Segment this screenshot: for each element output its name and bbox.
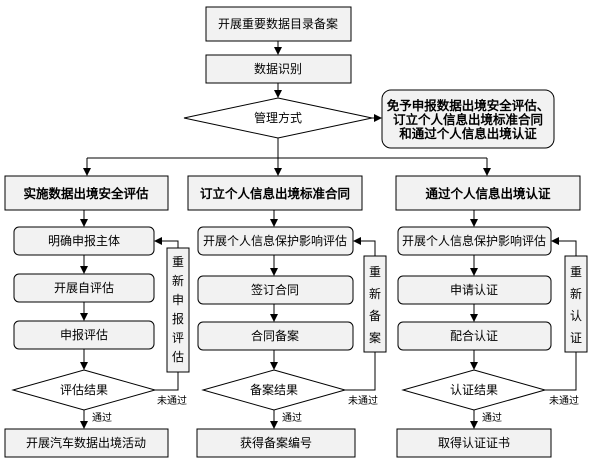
contract-step-3	[197, 321, 354, 351]
certification-decision-label: 认证结果	[450, 383, 498, 397]
contract-step-2	[197, 275, 354, 305]
contract-step-3-label: 合同备案	[251, 328, 299, 343]
contract-step-2-label: 签订合同	[251, 282, 299, 297]
assessment-result	[4, 428, 169, 458]
certification-title-box	[395, 175, 581, 211]
certification-retry-arrow	[551, 237, 577, 256]
assessment-retry-char: 报	[172, 311, 184, 326]
contract-retry-char: 新	[369, 286, 381, 301]
node-identify	[205, 54, 352, 84]
node-exempt-line-1: 免予申报数据出境安全评估、	[387, 98, 550, 113]
assessment-step-3-label: 申报评估	[60, 327, 108, 342]
assessment-step-2-label: 开展自评估	[54, 281, 114, 295]
contract-step-1-label: 开展个人信息保护影响评估	[203, 233, 347, 248]
certification-retry-char: 新	[570, 286, 582, 301]
certification-step-3-label: 配合认证	[450, 328, 498, 343]
assessment-pass-label: 通过	[92, 411, 112, 424]
certification-fail-label: 未通过	[549, 394, 579, 407]
node-identify-label: 数据识别	[254, 61, 302, 76]
contract-title: 订立个人信息出境标准合同	[200, 186, 350, 201]
contract-result-label: 获得备案编号	[240, 435, 312, 450]
assessment-title-box	[4, 175, 169, 211]
certification-result-label: 取得认证证书	[438, 435, 510, 450]
assessment-fail-line	[155, 372, 179, 391]
node-exempt	[381, 89, 555, 149]
contract-retry-char: 重	[369, 265, 381, 279]
assessment-retry-char: 申	[172, 293, 184, 307]
certification-fail-line	[545, 372, 577, 391]
contract-pass-label: 通过	[282, 411, 302, 424]
assessment-result-label: 开展汽车数据出境活动	[26, 435, 146, 450]
assessment-decision-label: 评估结果	[60, 383, 108, 397]
certification-pass-label: 通过	[482, 411, 502, 424]
contract-fail-label: 未通过	[348, 394, 378, 407]
assessment-retry-arrow	[154, 237, 179, 248]
node-exempt-line-2: 订立个人信息出境标准合同	[393, 112, 543, 127]
contract-retry-char: 案	[369, 330, 381, 345]
contract-result	[196, 428, 356, 458]
contract-retry-char: 备	[369, 309, 381, 323]
assessment-retry-char: 评	[172, 331, 184, 345]
contract-retry-arrow	[353, 237, 376, 256]
certification-step-2-label: 申请认证	[450, 283, 498, 297]
assessment-retry-char: 新	[172, 273, 184, 288]
assessment-step-1-label: 明确申报主体	[48, 233, 120, 248]
certification-retry-char: 认	[570, 309, 582, 323]
contract-decision-label: 备案结果	[250, 382, 298, 397]
node-start-label: 开展重要数据目录备案	[218, 16, 338, 31]
decision-mode-label: 管理方式	[254, 110, 302, 125]
node-exempt-line-3: 和通过个人信息出境认证	[398, 126, 537, 141]
assessment-fail-label: 未通过	[157, 394, 187, 407]
certification-title: 通过个人信息出境认证	[425, 186, 551, 201]
certification-result	[396, 428, 552, 458]
contract-title-box	[187, 175, 363, 211]
certification-step-1-label: 开展个人信息保护影响评估	[402, 233, 546, 248]
assessment-retry-char: 重	[172, 255, 184, 269]
assessment-retry-char: 估	[172, 350, 184, 364]
assessment-title: 实施数据出境安全评估	[23, 186, 149, 201]
certification-retry-char: 证	[570, 331, 582, 345]
certification-retry-char: 重	[570, 265, 582, 279]
node-start	[205, 6, 352, 42]
contract-fail-line	[345, 372, 376, 391]
